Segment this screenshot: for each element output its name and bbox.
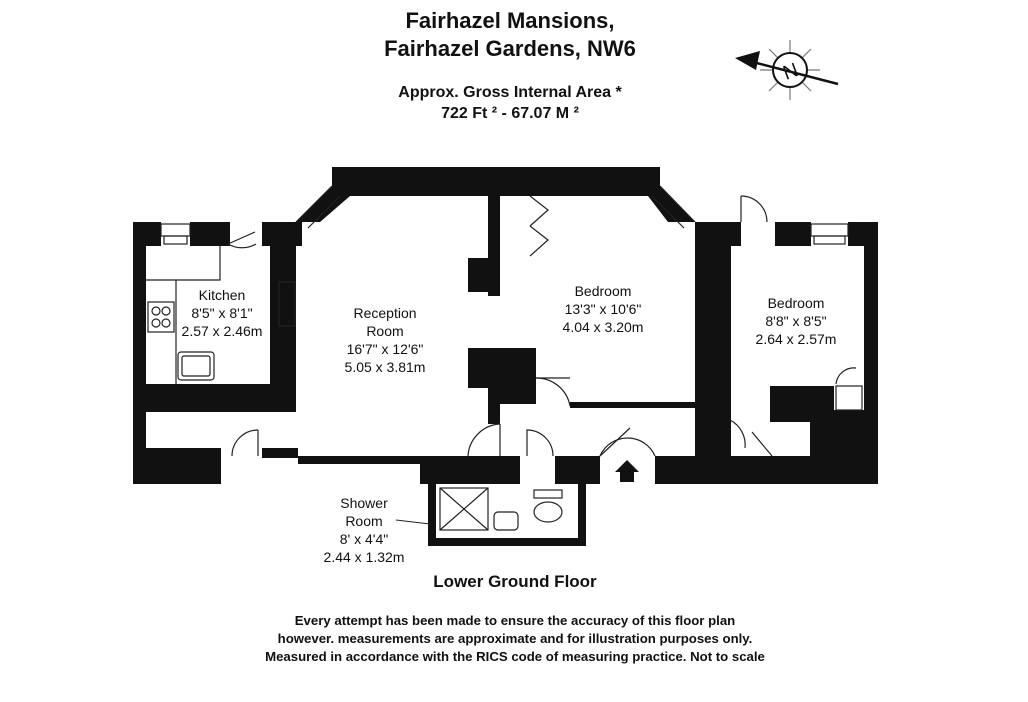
disclaimer-line2: however. measurements are approximate an…	[277, 631, 753, 646]
walls	[133, 167, 878, 546]
kitchen-imperial: 8'5" x 8'1"	[191, 305, 253, 321]
floor-label: Lower Ground Floor	[433, 572, 597, 591]
bedroom2-metric: 2.64 x 2.57m	[755, 331, 837, 347]
disclaimer-line1: Every attempt has been made to ensure th…	[294, 613, 736, 628]
bedroom2-label: Bedroom 8'8" x 8'5" 2.64 x 2.57m	[740, 294, 852, 348]
entrance-arrow-icon	[615, 460, 639, 482]
bedroom1-metric: 4.04 x 3.20m	[562, 319, 644, 335]
reception-label: Reception Room 16'7" x 12'6" 5.05 x 3.81…	[325, 304, 445, 376]
kitchen-metric: 2.57 x 2.46m	[181, 323, 263, 339]
disclaimer-line3: Measured in accordance with the RICS cod…	[265, 649, 765, 664]
shower-pointer-line	[395, 519, 431, 525]
area-title: Approx. Gross Internal Area *	[398, 84, 622, 101]
reception-name-line1: Reception	[353, 305, 417, 321]
area-value: 722 Ft ² - 67.07 M ²	[441, 105, 579, 122]
reception-metric: 5.05 x 3.81m	[344, 359, 426, 375]
shower-name-line2: Room	[345, 513, 383, 529]
bedroom1-imperial: 13'3" x 10'6"	[564, 301, 642, 317]
bedroom2-name: Bedroom	[767, 295, 825, 311]
north-compass-icon	[735, 40, 839, 100]
compass-letter: N	[780, 59, 801, 85]
property-title-line1: Fairhazel Mansions,	[405, 8, 615, 33]
shower-metric: 2.44 x 1.32m	[323, 549, 405, 565]
bedroom1-label: Bedroom 13'3" x 10'6" 4.04 x 3.20m	[548, 282, 658, 336]
bedroom2-imperial: 8'8" x 8'5"	[765, 313, 827, 329]
shower-name-line1: Shower	[340, 495, 388, 511]
bedroom1-name: Bedroom	[574, 283, 632, 299]
shower-imperial: 8' x 4'4"	[339, 531, 389, 547]
shower-label: Shower Room 8' x 4'4" 2.44 x 1.32m	[312, 494, 416, 566]
fixtures	[146, 185, 863, 531]
kitchen-label: Kitchen 8'5" x 8'1" 2.57 x 2.46m	[176, 286, 268, 340]
kitchen-name: Kitchen	[198, 287, 246, 303]
property-title-line2: Fairhazel Gardens, NW6	[384, 36, 636, 61]
reception-imperial: 16'7" x 12'6"	[346, 341, 424, 357]
reception-name-line2: Room	[366, 323, 404, 339]
